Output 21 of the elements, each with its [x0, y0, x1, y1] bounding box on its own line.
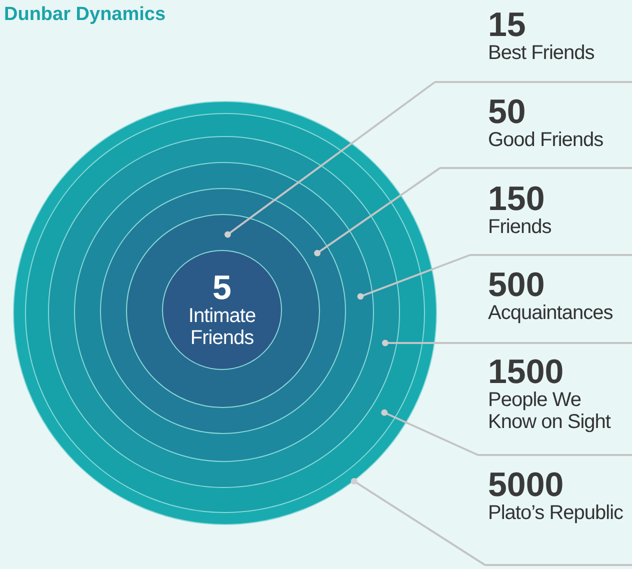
leader-line — [224, 81, 436, 238]
group-size: 1500 — [488, 355, 565, 389]
title: Dunbar Dynamics — [4, 4, 166, 26]
group-size: 15 — [488, 8, 527, 42]
leader-line — [357, 254, 470, 300]
group-label: Intimate Friends — [187, 305, 257, 349]
group-size: 150 — [488, 182, 546, 216]
leader-line — [350, 478, 486, 566]
group-label: Friends — [488, 216, 552, 238]
group-size: 5000 — [488, 468, 565, 502]
group-size: 5 — [212, 271, 232, 305]
group-label: Best Friends — [488, 42, 596, 64]
leader-line — [382, 340, 480, 346]
group-label: Plato’s Republic — [488, 502, 624, 524]
group-label: Good Friends — [488, 129, 604, 151]
group-size: 500 — [488, 268, 546, 302]
leader-line — [381, 409, 478, 456]
group-size: 50 — [488, 95, 527, 129]
group-label: People We Know on Sight — [488, 389, 612, 433]
group-label: Acquaintances — [488, 302, 614, 324]
leader-line — [314, 167, 441, 256]
